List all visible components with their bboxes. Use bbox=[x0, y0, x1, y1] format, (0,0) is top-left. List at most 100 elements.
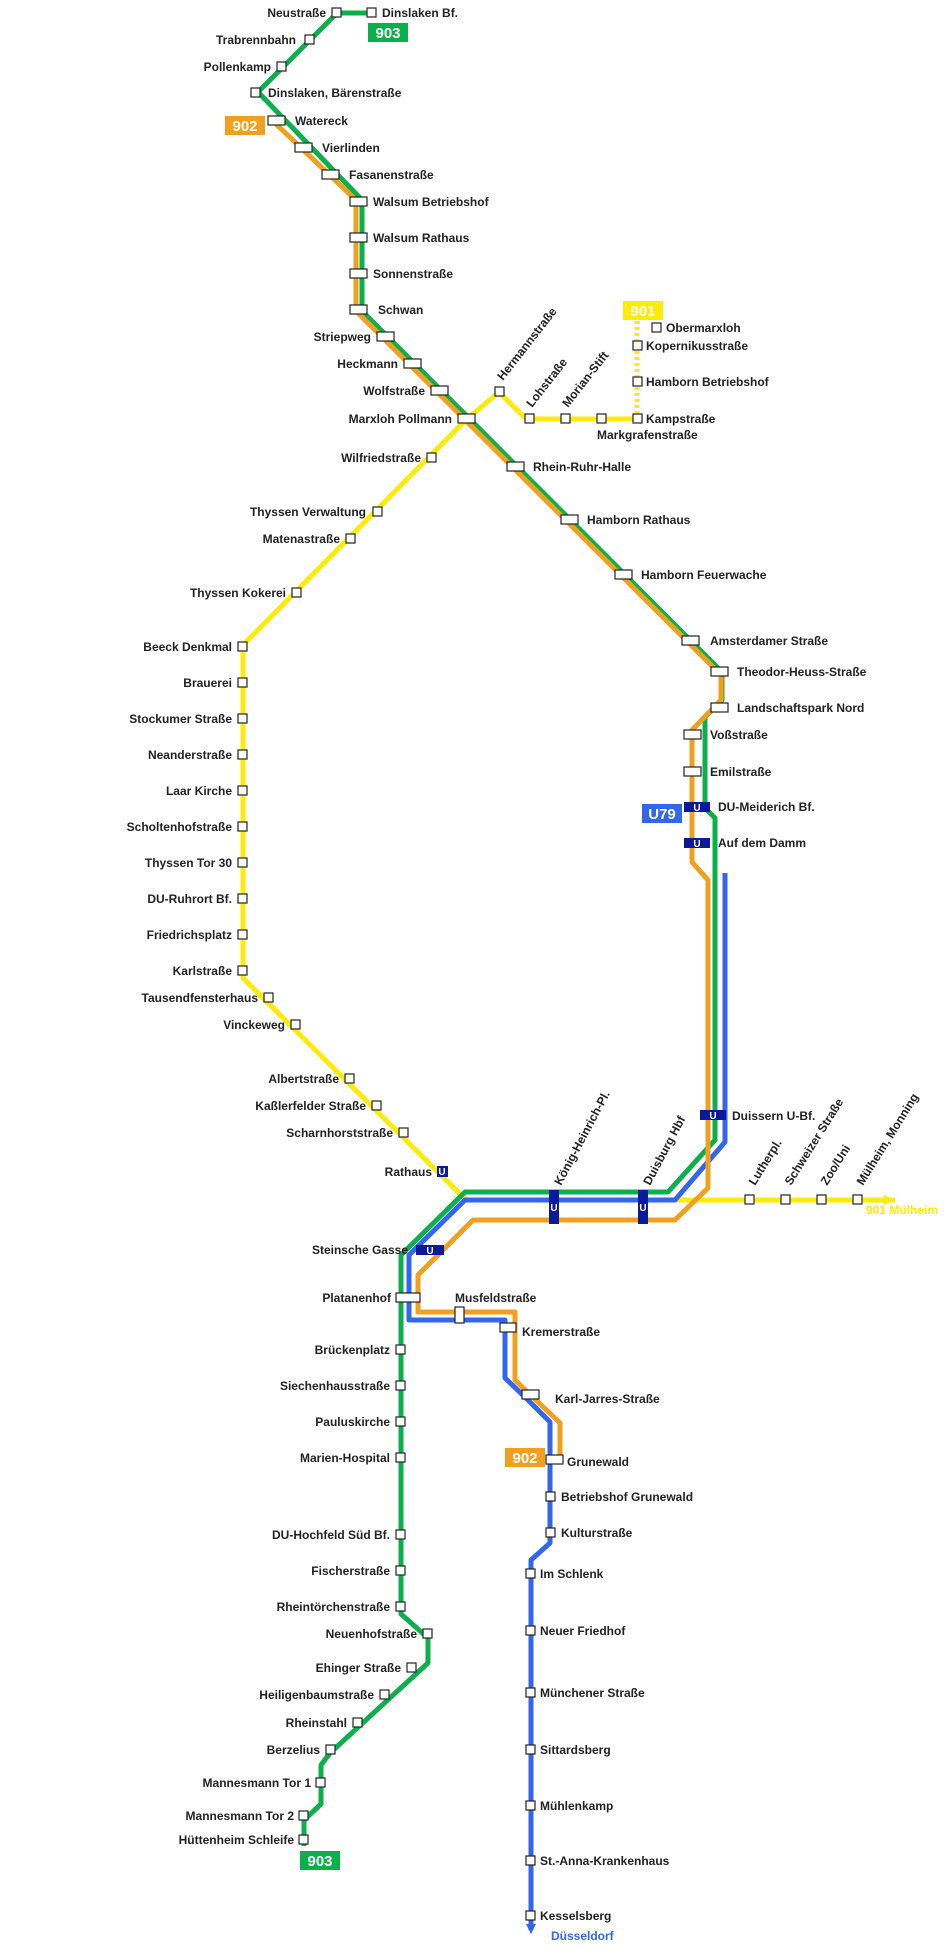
station-marker[interactable] bbox=[780, 1194, 791, 1205]
station-marker[interactable] bbox=[237, 893, 248, 904]
label-wilfried: Wilfriedstraße bbox=[341, 451, 421, 465]
station-marker[interactable] bbox=[372, 506, 383, 517]
station-marker[interactable] bbox=[457, 413, 476, 424]
station-marker[interactable] bbox=[366, 7, 377, 18]
station-marker[interactable] bbox=[525, 1568, 536, 1579]
station-marker[interactable] bbox=[315, 1777, 326, 1788]
station-marker[interactable] bbox=[816, 1194, 827, 1205]
station-marker[interactable] bbox=[525, 1625, 536, 1636]
ubahn-marker-steinsche[interactable]: U bbox=[416, 1245, 444, 1257]
station-marker[interactable] bbox=[614, 569, 633, 580]
station-marker[interactable] bbox=[263, 992, 274, 1003]
label-heiligenbaum: Heiligenbaumstraße bbox=[259, 1688, 374, 1702]
station-marker[interactable] bbox=[344, 1073, 355, 1084]
station-marker[interactable] bbox=[494, 386, 505, 397]
station-marker[interactable] bbox=[596, 413, 607, 424]
station-marker[interactable] bbox=[237, 821, 248, 832]
label-muenchener: Münchener Straße bbox=[540, 1686, 645, 1700]
label-thyssen-tor: Thyssen Tor 30 bbox=[145, 856, 232, 870]
ubahn-marker-duissern[interactable]: U bbox=[700, 1110, 726, 1122]
station-marker[interactable] bbox=[545, 1454, 564, 1465]
label-monning: Mülheim, Monning bbox=[854, 1091, 922, 1188]
ubahn-marker-rathaus[interactable]: U bbox=[437, 1166, 448, 1178]
station-marker[interactable] bbox=[681, 635, 700, 646]
station-marker[interactable] bbox=[524, 413, 535, 424]
station-marker[interactable] bbox=[744, 1194, 755, 1205]
station-marker[interactable] bbox=[294, 142, 313, 153]
station-marker[interactable] bbox=[349, 268, 368, 279]
station-marker[interactable] bbox=[298, 1810, 309, 1821]
station-marker[interactable] bbox=[237, 965, 248, 976]
station-marker[interactable] bbox=[632, 413, 643, 424]
station-marker[interactable] bbox=[560, 514, 579, 525]
station-marker[interactable] bbox=[710, 702, 729, 713]
station-marker[interactable] bbox=[683, 729, 702, 740]
ubahn-marker-meiderich[interactable]: U bbox=[684, 802, 710, 814]
station-marker[interactable] bbox=[499, 1322, 517, 1333]
ubahn-marker-koenig-heinrich[interactable]: U bbox=[549, 1190, 559, 1224]
station-marker[interactable] bbox=[291, 587, 302, 598]
station-marker[interactable] bbox=[521, 1389, 540, 1400]
station-marker[interactable] bbox=[349, 196, 368, 207]
station-marker[interactable] bbox=[525, 1687, 536, 1698]
station-marker[interactable] bbox=[237, 749, 248, 760]
station-marker[interactable] bbox=[852, 1194, 863, 1205]
station-marker[interactable] bbox=[379, 1689, 390, 1700]
station-marker[interactable] bbox=[398, 1127, 409, 1138]
station-marker[interactable] bbox=[276, 61, 287, 72]
label-sonnenstrasse: Sonnenstraße bbox=[373, 267, 453, 281]
station-marker[interactable] bbox=[525, 1910, 536, 1921]
station-marker[interactable] bbox=[395, 1529, 406, 1540]
station-marker[interactable] bbox=[349, 232, 368, 243]
station-marker[interactable] bbox=[506, 461, 525, 472]
station-marker[interactable] bbox=[298, 1834, 309, 1845]
station-marker[interactable] bbox=[349, 304, 368, 315]
station-marker[interactable] bbox=[395, 1565, 406, 1576]
station-marker[interactable] bbox=[525, 1744, 536, 1755]
station-marker[interactable] bbox=[376, 331, 395, 342]
station-marker[interactable] bbox=[683, 766, 702, 777]
station-marker[interactable] bbox=[371, 1100, 382, 1111]
station-marker[interactable] bbox=[395, 1292, 421, 1303]
station-marker[interactable] bbox=[632, 340, 643, 351]
station-marker[interactable] bbox=[395, 1416, 406, 1427]
station-marker[interactable] bbox=[237, 857, 248, 868]
station-marker[interactable] bbox=[237, 929, 248, 940]
station-marker[interactable] bbox=[395, 1344, 406, 1355]
station-marker[interactable] bbox=[395, 1601, 406, 1612]
station-marker[interactable] bbox=[325, 1744, 336, 1755]
station-marker[interactable] bbox=[395, 1380, 406, 1391]
ubahn-marker-hbf[interactable]: U bbox=[638, 1190, 648, 1224]
station-marker[interactable] bbox=[430, 385, 449, 396]
station-marker[interactable] bbox=[560, 413, 571, 424]
station-marker[interactable] bbox=[237, 785, 248, 796]
station-marker[interactable] bbox=[395, 1452, 406, 1463]
station-marker[interactable] bbox=[545, 1527, 556, 1538]
station-marker[interactable] bbox=[632, 376, 643, 387]
station-marker[interactable] bbox=[321, 169, 340, 180]
station-marker[interactable] bbox=[250, 87, 261, 98]
station-marker[interactable] bbox=[454, 1306, 465, 1324]
station-marker[interactable] bbox=[525, 1800, 536, 1811]
station-marker[interactable] bbox=[345, 533, 356, 544]
station-marker[interactable] bbox=[237, 641, 248, 652]
station-marker[interactable] bbox=[545, 1491, 556, 1502]
station-marker[interactable] bbox=[304, 34, 315, 45]
station-marker[interactable] bbox=[290, 1019, 301, 1030]
station-marker[interactable] bbox=[406, 1662, 417, 1673]
station-marker[interactable] bbox=[331, 7, 342, 18]
station-marker[interactable] bbox=[426, 452, 437, 463]
station-marker[interactable] bbox=[237, 677, 248, 688]
ubahn-marker-auf-dem-damm[interactable]: U bbox=[684, 838, 710, 850]
station-marker[interactable] bbox=[237, 713, 248, 724]
station-marker[interactable] bbox=[525, 1855, 536, 1866]
svg-text:U: U bbox=[550, 1203, 557, 1214]
station-marker[interactable] bbox=[422, 1628, 433, 1639]
label-duissern: Duissern U-Bf. bbox=[732, 1109, 815, 1123]
station-marker[interactable] bbox=[403, 358, 422, 369]
station-marker[interactable] bbox=[710, 666, 729, 677]
station-marker[interactable] bbox=[651, 322, 662, 333]
station-marker[interactable] bbox=[267, 115, 286, 126]
label-ruhrort: DU-Ruhrort Bf. bbox=[147, 892, 232, 906]
station-marker[interactable] bbox=[352, 1717, 363, 1728]
